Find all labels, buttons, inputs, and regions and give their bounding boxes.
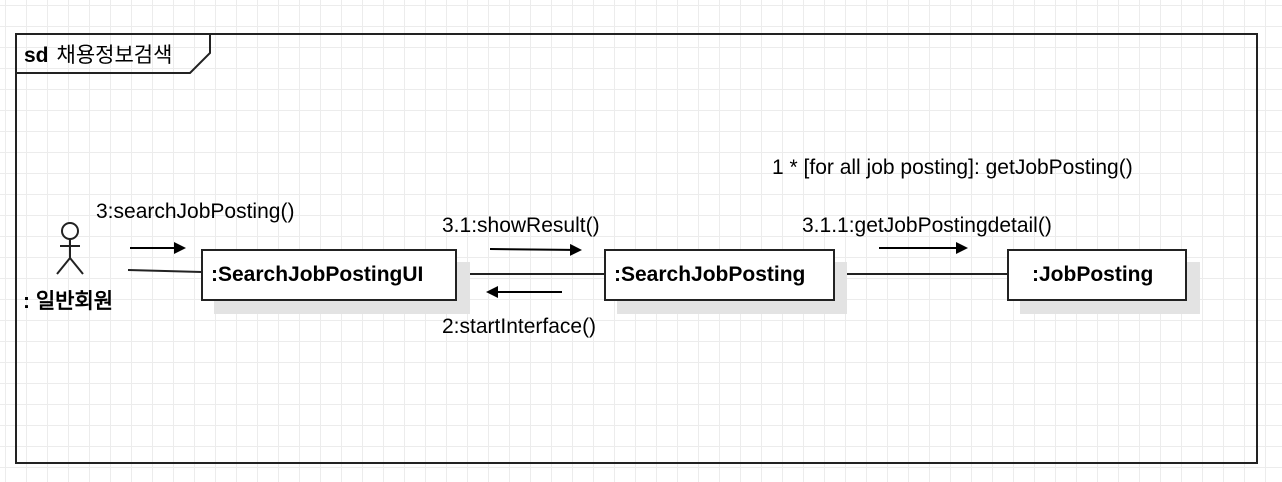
message-start-interface: 2:startInterface() [442, 315, 597, 338]
actor-stick-figure-icon [50, 218, 94, 278]
actor-name: : 일반회원 [23, 290, 114, 313]
diagram-frame [15, 33, 1258, 464]
frame-label: sd 채용정보검색 [24, 39, 172, 69]
message-get-job-posting-detail: 3.1.1:getJobPostingdetail() [802, 214, 1052, 237]
message-show-result: 3.1:showResult() [442, 214, 600, 237]
frame-keyword: sd [24, 44, 49, 67]
object-job-posting[interactable]: :JobPosting [1007, 249, 1187, 301]
message-iteration-get-job-posting: 1 * [for all job posting]: getJobPosting… [772, 156, 1133, 179]
arrow-show-result [489, 243, 582, 256]
link-actor-ui [127, 269, 203, 273]
frame-tab [15, 33, 215, 75]
message-search-job-posting: 3:searchJobPosting() [96, 200, 295, 223]
object-search-job-posting-ui[interactable]: :SearchJobPostingUI [201, 249, 457, 301]
object-search-job-posting[interactable]: :SearchJobPosting [604, 249, 835, 301]
frame-name: 채용정보검색 [56, 44, 173, 67]
